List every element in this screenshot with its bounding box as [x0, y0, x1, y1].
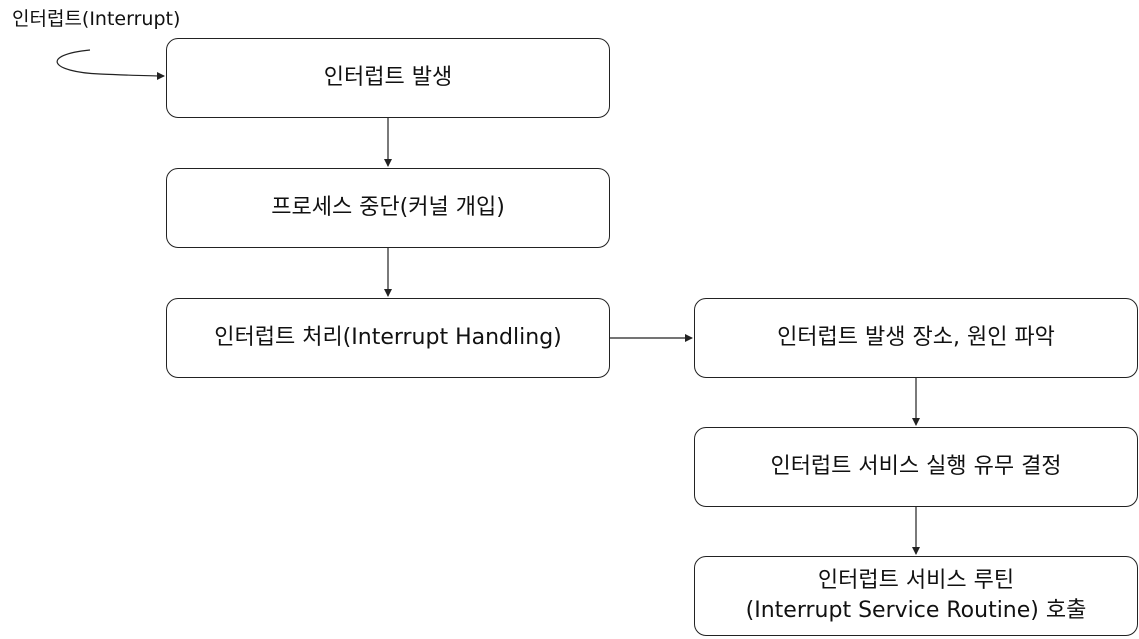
step-interrupt-handling-text: 인터럽트 처리(Interrupt Handling): [214, 325, 562, 350]
step-identify-source-text: 인터럽트 발생 장소, 원인 파악: [777, 325, 1055, 350]
trigger-curved-arrow: [56, 49, 165, 80]
step-interrupt-occurs: 인터럽트 발생: [166, 38, 610, 118]
step-process-suspend-text: 프로세스 중단(커널 개입): [271, 195, 505, 220]
step-call-isr-line1: 인터럽트 서비스 루틴: [817, 568, 1015, 593]
interrupt-trigger-label: 인터럽트(Interrupt): [12, 8, 181, 30]
step-process-suspend: 프로세스 중단(커널 개입): [166, 168, 610, 248]
step-interrupt-handling: 인터럽트 처리(Interrupt Handling): [166, 298, 610, 378]
step-decide-service-text: 인터럽트 서비스 실행 유무 결정: [770, 454, 1062, 479]
step-decide-service: 인터럽트 서비스 실행 유무 결정: [694, 427, 1138, 507]
step-interrupt-occurs-text: 인터럽트 발생: [323, 65, 453, 90]
step-call-isr-line2: (Interrupt Service Routine) 호출: [745, 598, 1087, 623]
step-call-isr: 인터럽트 서비스 루틴 (Interrupt Service Routine) …: [694, 556, 1138, 636]
step-identify-source: 인터럽트 발생 장소, 원인 파악: [694, 298, 1138, 378]
